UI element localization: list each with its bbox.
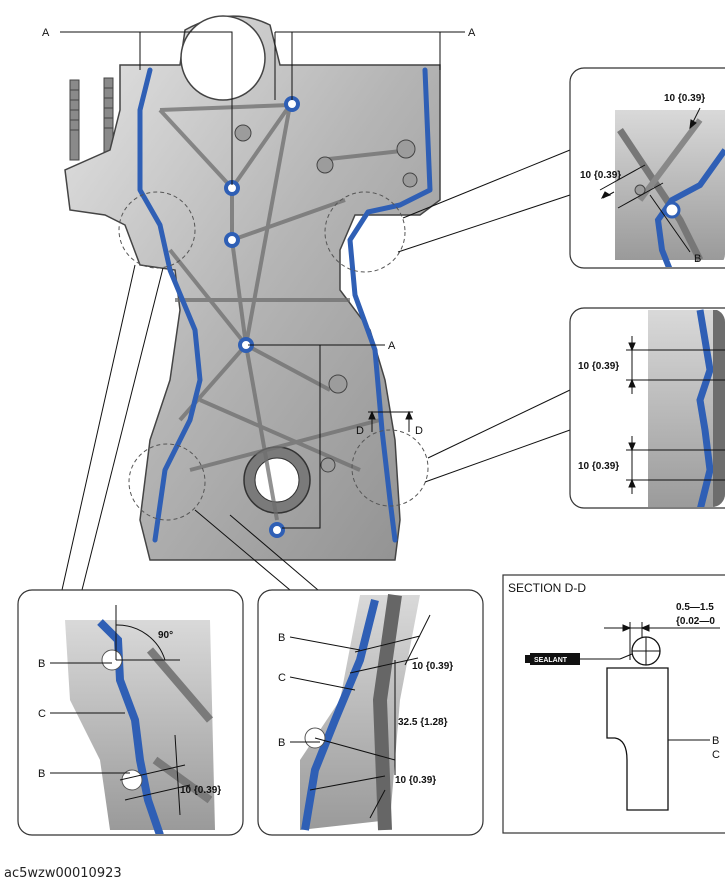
label-a-middle: A: [388, 340, 396, 352]
detail-circles: [118, 191, 429, 521]
dim-bead-width: 0.5—1.5: [676, 602, 714, 613]
stud-bolts: [69, 77, 114, 161]
label-a-top-right: A: [468, 27, 476, 39]
label-b-bottom-middle-2: B: [278, 737, 285, 749]
label-a-top-left: A: [42, 27, 50, 39]
detail-view-bottom-middle: 10 {0.39} 32.5 {1.28} 10 {0.39} B C B: [257, 589, 484, 836]
dim-bottom-middle-2: 10 {0.39}: [395, 775, 436, 786]
timing-cover: [64, 15, 441, 561]
label-d-left: D: [356, 425, 364, 437]
angle-90: 90°: [158, 630, 173, 641]
detail-view-top-right: 10 {0.39} 10 {0.39} B: [569, 67, 725, 269]
sealant-tag: SEALANT: [525, 653, 633, 665]
dim-middle-right-2: 10 {0.39}: [578, 461, 619, 472]
dim-middle-right-1: 10 {0.39}: [578, 361, 619, 372]
label-c-bottom-left: C: [38, 708, 46, 720]
ribs: [158, 103, 411, 521]
section-d-d: SECTION D-D 0.5—1.5 {0.02—0 SEALANT B C: [502, 574, 725, 834]
label-d-right: D: [415, 425, 423, 437]
dim-bottom-middle-1: 10 {0.39}: [412, 661, 453, 672]
dim-bottom-left: 10 {0.39}: [180, 785, 221, 796]
dim-top-right-1: 10 {0.39}: [664, 93, 705, 104]
label-b-bottom-left-2: B: [38, 768, 45, 780]
detail-view-middle-right: 10 {0.39} 10 {0.39}: [569, 307, 725, 509]
section-d-markers: [368, 410, 413, 432]
leader-lines-a: [60, 31, 465, 529]
label-c-bottom-middle: C: [278, 672, 286, 684]
detail-connectors: [61, 149, 571, 591]
label-b-section: B: [712, 735, 719, 747]
detail-view-bottom-left: 90° 10 {0.39} B C B: [17, 589, 244, 836]
label-b-top-right: B: [694, 253, 701, 265]
figure-caption: ac5wzw00010923: [4, 866, 122, 881]
dim-bead-width-in: {0.02—0: [676, 616, 715, 627]
label-c-section: C: [712, 749, 720, 761]
dim-bottom-middle-32: 32.5 {1.28}: [398, 717, 448, 728]
sealant-tag-text: SEALANT: [534, 657, 568, 664]
bosses: [234, 124, 418, 473]
dim-top-right-2: 10 {0.39}: [580, 170, 621, 181]
section-title: SECTION D-D: [508, 581, 586, 595]
label-b-bottom-left-1: B: [38, 658, 45, 670]
label-b-bottom-middle-1: B: [278, 632, 285, 644]
